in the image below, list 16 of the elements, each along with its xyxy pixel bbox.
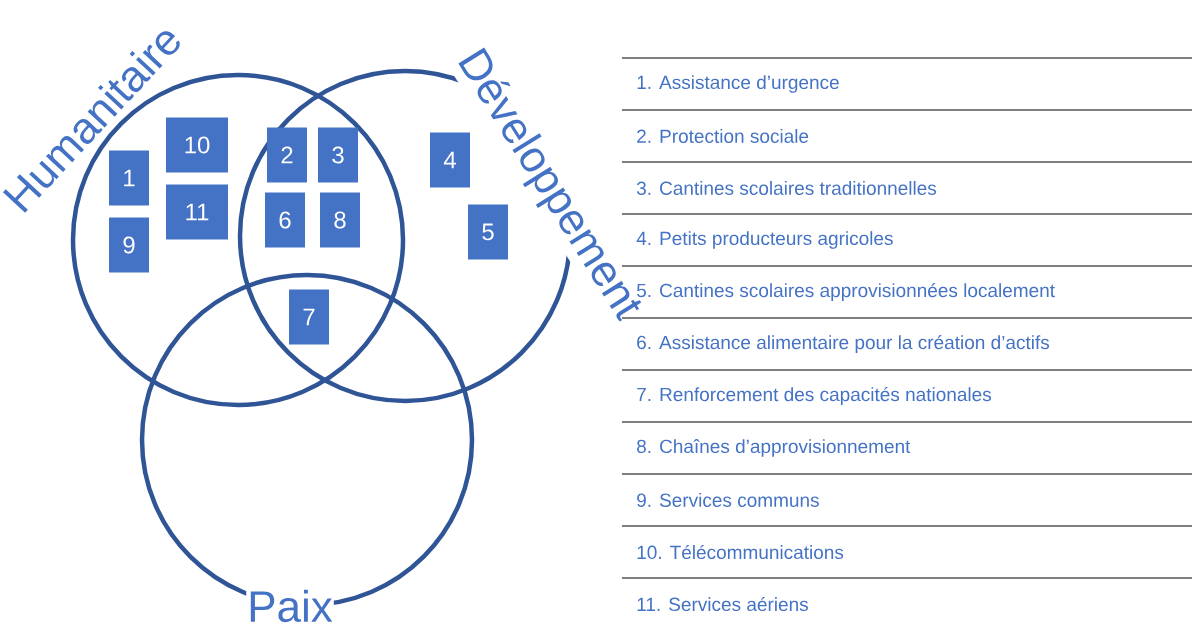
table-row-text: 9. Services communs [637,493,819,507]
number-box: 2 [267,127,307,183]
table-row-text: 7. Renforcement des capacités nationales [637,387,991,405]
number-box: 11 [166,184,228,240]
number-box: 7 [289,289,329,345]
number-box: 9 [109,217,149,273]
number-box: 3 [318,127,358,183]
number-box: 8 [320,192,360,248]
number-box: 6 [265,192,305,248]
table-row-text: 6. Assistance alimentaire pour la création d’actifs [637,335,1050,353]
table-row-text: 11. Services aériens [637,596,808,612]
number-box: 10 [166,117,228,173]
table-row-text: 10. Télécommunications [637,544,844,560]
circle-label: Paix [246,588,334,624]
number-box: 4 [430,132,470,188]
table-row-text: 8. Chaînes d’approvisionnement [637,439,911,457]
